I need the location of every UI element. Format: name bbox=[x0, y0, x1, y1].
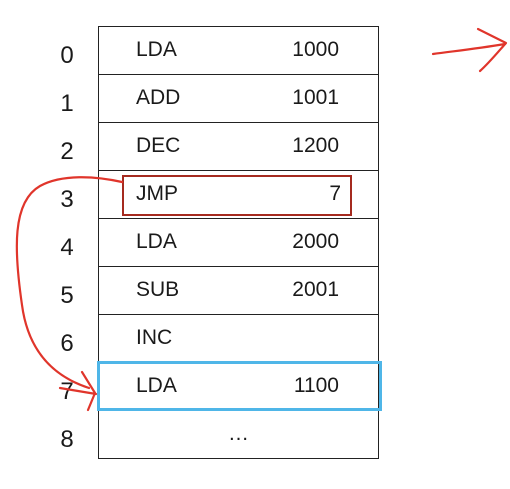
memory-row-8: … bbox=[98, 410, 379, 458]
row-divider bbox=[98, 314, 379, 315]
memory-row-4: LDA 2000 bbox=[98, 218, 379, 266]
jump-source-highlight bbox=[122, 175, 352, 216]
instruction-operand: 2001 bbox=[292, 278, 339, 301]
row-index-7: 7 bbox=[60, 378, 74, 405]
instruction-operand: 1000 bbox=[292, 38, 339, 61]
instruction-opcode: DEC bbox=[136, 134, 181, 157]
row-divider bbox=[98, 122, 379, 123]
instruction-opcode: LDA bbox=[136, 374, 177, 397]
instruction-opcode: LDA bbox=[136, 230, 177, 253]
instruction-operand: 1200 bbox=[292, 134, 339, 157]
row-index-1: 1 bbox=[60, 90, 74, 117]
instruction-operand: 1100 bbox=[293, 374, 339, 397]
row-divider bbox=[98, 170, 379, 171]
instruction-opcode: JMP bbox=[136, 182, 178, 205]
instruction-opcode: SUB bbox=[136, 278, 180, 301]
memory-row-7: LDA 1100 bbox=[98, 362, 379, 410]
ellipsis-continuation: … bbox=[228, 422, 249, 445]
memory-row-0: LDA 1000 bbox=[98, 26, 379, 74]
row-index-3: 3 bbox=[60, 186, 74, 213]
memory-row-3: JMP 7 bbox=[98, 170, 379, 218]
instruction-opcode: INC bbox=[136, 326, 173, 349]
row-index-0: 0 bbox=[60, 42, 74, 69]
row-divider bbox=[98, 218, 379, 219]
instruction-operand: 1001 bbox=[292, 86, 339, 109]
row-index-4: 4 bbox=[60, 234, 74, 261]
memory-row-1: ADD 1001 bbox=[98, 74, 379, 122]
jump-target-highlight bbox=[97, 361, 382, 411]
row-index-6: 6 bbox=[60, 330, 74, 357]
row-divider bbox=[98, 266, 379, 267]
next-step-arrowhead-icon bbox=[476, 27, 508, 73]
memory-row-2: DEC 1200 bbox=[98, 122, 379, 170]
row-index-2: 2 bbox=[60, 138, 74, 165]
row-index-5: 5 bbox=[60, 282, 74, 309]
instruction-opcode: LDA bbox=[136, 38, 177, 61]
instruction-operand: 2000 bbox=[292, 230, 339, 253]
row-divider bbox=[98, 74, 379, 75]
memory-row-5: SUB 2001 bbox=[98, 266, 379, 314]
instruction-operand: 7 bbox=[329, 182, 341, 205]
next-step-arrow-line bbox=[431, 42, 507, 56]
instruction-opcode: ADD bbox=[136, 86, 181, 109]
row-index-8: 8 bbox=[60, 426, 74, 453]
memory-row-6: INC bbox=[98, 314, 379, 362]
